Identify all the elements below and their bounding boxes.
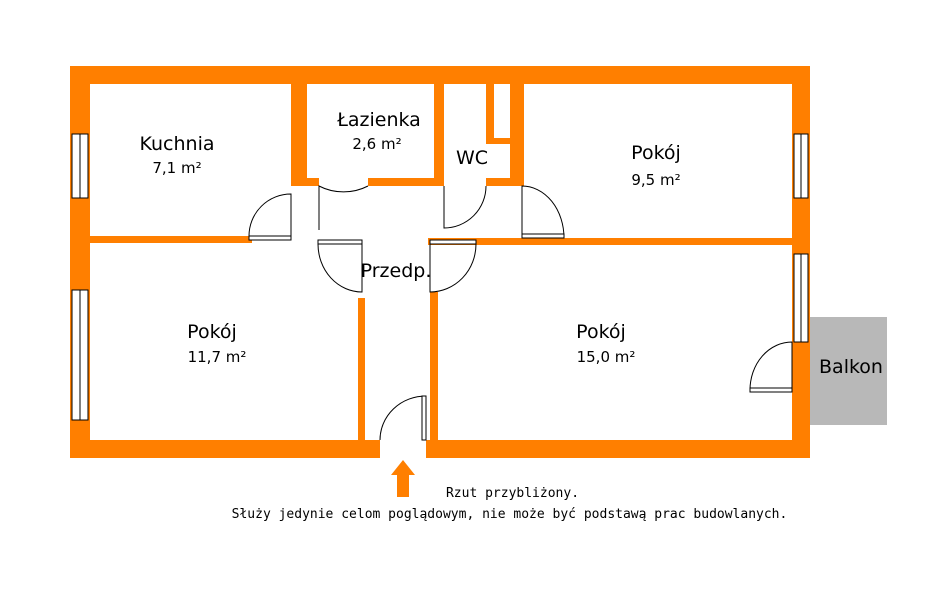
disclaimer-line-2: Służy jedynie celom poglądowym, nie może… xyxy=(231,507,788,522)
windows xyxy=(71,133,809,421)
door-wc xyxy=(443,185,487,229)
walls xyxy=(70,66,810,458)
room-area-room-se: 15,0 m² xyxy=(577,348,636,366)
room-area-room-w: 11,7 m² xyxy=(188,348,247,366)
door-hall-right xyxy=(429,243,477,293)
room-area-kitchen: 7,1 m² xyxy=(152,159,201,177)
room-name-room-ne: Pokój xyxy=(631,142,681,164)
room-name-hall: Przedp. xyxy=(361,260,432,282)
room-area-room-ne: 9,5 m² xyxy=(631,171,680,189)
door-balcony xyxy=(749,341,793,391)
room-labels: Kuchnia 7,1 m² Łazienka 2,6 m² WC Pokój … xyxy=(139,109,882,378)
room-name-wc: WC xyxy=(456,147,488,169)
room-name-balcony: Balkon xyxy=(819,356,883,378)
room-name-room-se: Pokój xyxy=(576,321,626,343)
door-entrance xyxy=(379,395,427,441)
doors xyxy=(248,185,793,441)
room-area-bathroom: 2,6 m² xyxy=(352,135,401,153)
door-kitchen xyxy=(248,193,292,237)
arrow-up-icon xyxy=(391,460,415,497)
door-room-ne xyxy=(521,185,565,239)
disclaimer-line-1: Rzut przybliżony. xyxy=(445,486,580,501)
balcony xyxy=(810,317,887,425)
room-name-kitchen: Kuchnia xyxy=(139,133,214,155)
room-name-bathroom: Łazienka xyxy=(336,109,421,131)
door-bathroom xyxy=(318,185,369,230)
door-hall-left xyxy=(317,243,363,293)
room-name-room-w: Pokój xyxy=(187,321,237,343)
